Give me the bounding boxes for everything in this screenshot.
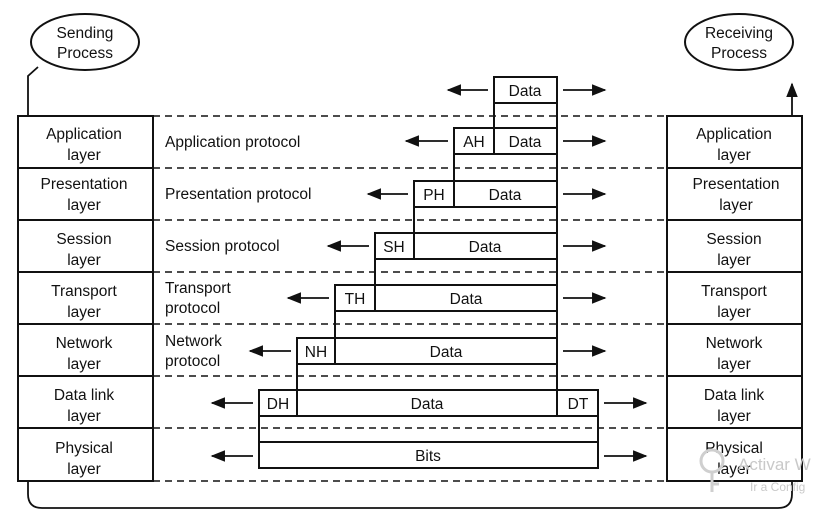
transport-protocol-label-2: protocol <box>165 300 220 317</box>
right-layer-stack <box>666 115 803 482</box>
network-protocol-label: Network <box>165 333 222 350</box>
left-physical-layer-label: Physical <box>55 440 113 457</box>
transport-protocol-label: Transport <box>165 280 231 297</box>
right-session-layer-label: Session <box>706 231 761 248</box>
th-header-label: TH <box>345 291 366 308</box>
network-data-label: Data <box>430 344 463 361</box>
left-presentation-layer-label: Presentation <box>40 176 127 193</box>
left-application-layer-label: Application <box>46 126 122 143</box>
left-layer-stack <box>17 115 154 482</box>
protocol-labels: Application protocol Presentation protoc… <box>165 134 311 370</box>
encapsulation-packets <box>258 76 599 469</box>
sh-header-label: SH <box>383 239 405 256</box>
process-connection-line <box>27 66 798 509</box>
network-packet <box>296 337 558 365</box>
packet-labels: Data AH Data PH Data SH Data TH Data NH … <box>267 83 589 465</box>
left-network-layer-label: Network <box>56 335 113 352</box>
watermark-line1: Activar W <box>738 455 811 474</box>
bits-label: Bits <box>415 448 441 465</box>
left-application-layer-label-2: layer <box>67 147 101 164</box>
sending-process: Sending Process <box>30 13 140 71</box>
right-application-layer-label: Application <box>696 126 772 143</box>
right-presentation-layer-label-2: layer <box>719 197 753 214</box>
left-datalink-layer-label-2: layer <box>67 408 101 425</box>
application-packet <box>453 127 558 155</box>
top-data-label: Data <box>509 83 542 100</box>
sending-process-line1: Sending <box>57 25 114 42</box>
left-session-layer-label-2: layer <box>67 252 101 269</box>
right-network-layer-label-2: layer <box>717 356 751 373</box>
dt-trailer-label: DT <box>568 396 589 413</box>
right-presentation-layer-label: Presentation <box>692 176 779 193</box>
session-data-label: Data <box>469 239 502 256</box>
presentation-protocol-label: Presentation protocol <box>165 186 311 203</box>
application-data-label: Data <box>509 134 542 151</box>
left-presentation-layer-label-2: layer <box>67 197 101 214</box>
right-network-layer-label: Network <box>706 335 763 352</box>
datalink-frame <box>258 389 599 417</box>
left-physical-layer-label-2: layer <box>67 461 101 478</box>
watermark-line2: Ir a Config <box>750 480 805 494</box>
application-protocol-label: Application protocol <box>165 134 300 151</box>
right-datalink-layer-label: Data link <box>704 387 765 404</box>
left-layer-labels: Application layer Presentation layer Ses… <box>40 126 127 478</box>
top-data-box <box>493 76 558 104</box>
session-protocol-label: Session protocol <box>165 238 280 255</box>
receiving-process-line2: Process <box>711 45 767 62</box>
ah-header-label: AH <box>463 134 485 151</box>
session-packet <box>374 232 558 260</box>
presentation-data-label: Data <box>489 187 522 204</box>
ph-header-label: PH <box>423 187 445 204</box>
left-datalink-layer-label: Data link <box>54 387 115 404</box>
receiving-process-line1: Receiving <box>705 25 773 42</box>
left-session-layer-label: Session <box>56 231 111 248</box>
right-datalink-layer-label-2: layer <box>717 408 751 425</box>
right-application-layer-label-2: layer <box>717 147 751 164</box>
datalink-data-label: Data <box>411 396 444 413</box>
right-physical-layer-label-2: layer <box>717 461 751 478</box>
right-session-layer-label-2: layer <box>717 252 751 269</box>
physical-bits-box <box>258 441 599 469</box>
nh-header-label: NH <box>305 344 327 361</box>
transport-packet <box>334 284 558 312</box>
right-arrows <box>563 84 648 462</box>
dh-header-label: DH <box>267 396 289 413</box>
presentation-packet <box>413 180 558 208</box>
sending-process-line2: Process <box>57 45 113 62</box>
network-protocol-label-2: protocol <box>165 353 220 370</box>
left-arrows <box>210 84 488 462</box>
key-icon <box>699 448 725 492</box>
transport-data-label: Data <box>450 291 483 308</box>
left-transport-layer-label-2: layer <box>67 304 101 321</box>
layer-separators <box>153 115 667 482</box>
right-transport-layer-label: Transport <box>701 283 767 300</box>
left-transport-layer-label: Transport <box>51 283 117 300</box>
receiving-process: Receiving Process <box>684 13 794 71</box>
left-network-layer-label-2: layer <box>67 356 101 373</box>
activation-watermark: Activar W Ir a Config <box>699 448 811 494</box>
right-layer-labels: Application layer Presentation layer Ses… <box>692 126 779 478</box>
right-transport-layer-label-2: layer <box>717 304 751 321</box>
